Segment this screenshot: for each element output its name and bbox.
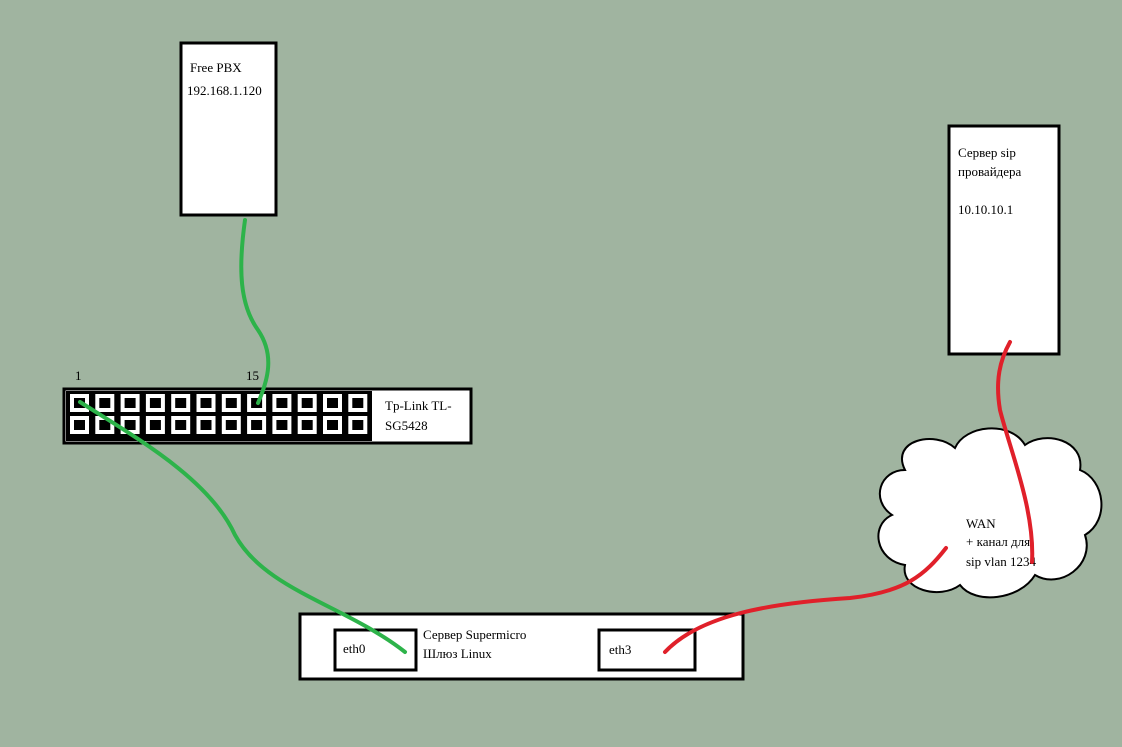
switch-port-label-15: 15 xyxy=(246,368,259,383)
switch-port-socket xyxy=(327,398,338,408)
switch-port-panel xyxy=(66,391,372,441)
switch-port-socket xyxy=(200,398,212,408)
freepbx-name: Free PBX xyxy=(190,60,242,75)
switch-port-socket xyxy=(276,398,288,408)
switch-label-line2: SG5428 xyxy=(385,418,428,433)
switch-port-socket xyxy=(301,420,313,430)
switch-port-label-1: 1 xyxy=(75,368,82,383)
switch-port-socket xyxy=(175,420,187,430)
switch-port-socket xyxy=(352,420,364,430)
switch-port-socket xyxy=(74,420,85,430)
switch-port-socket xyxy=(149,420,161,430)
freepbx-server: Free PBX 192.168.1.120 xyxy=(179,41,278,217)
freepbx-ip: 192.168.1.120 xyxy=(187,83,262,98)
switch-port-socket xyxy=(99,420,111,430)
switch-port-socket xyxy=(251,420,263,430)
wan-cloud-line2: + канал для xyxy=(966,534,1030,549)
cable-switch-port1-to-eth0 xyxy=(78,400,407,654)
switch-port-socket xyxy=(200,420,212,430)
gateway-line2: Шлюз Linux xyxy=(423,646,492,661)
switch-port-socket xyxy=(99,398,111,408)
sip-provider-line2: провайдера xyxy=(958,164,1022,179)
switch-port-socket xyxy=(352,398,364,408)
cable-eth3-to-cloud xyxy=(663,546,948,654)
sip-provider-server: Сервер sip провайдера 10.10.10.1 xyxy=(947,124,1061,356)
wan-cloud-line1: WAN xyxy=(966,516,996,531)
switch-port-socket xyxy=(124,398,136,408)
cable-cloud-to-sip-provider xyxy=(996,340,1035,564)
switch-port-socket xyxy=(124,420,136,430)
wan-cloud: WAN + канал для sip vlan 1234 xyxy=(877,427,1103,599)
sip-provider-ip: 10.10.10.1 xyxy=(958,202,1013,217)
eth0-label: eth0 xyxy=(343,641,365,656)
switch-label-line1: Tp-Link TL- xyxy=(385,398,452,413)
sip-provider-line1: Сервер sip xyxy=(958,145,1016,160)
gateway-server: eth0 eth3 Сервер Supermicro Шлюз Linux xyxy=(298,612,745,681)
sip-provider-box xyxy=(947,124,1061,356)
switch-port-socket xyxy=(225,420,237,430)
cable-pbx-to-switch-port15 xyxy=(239,218,271,405)
wan-cloud-line3: sip vlan 1234 xyxy=(966,554,1037,569)
switch-port-socket xyxy=(327,420,338,430)
switch-port-socket xyxy=(225,398,237,408)
freepbx-server-box xyxy=(179,41,278,217)
switch-port-socket xyxy=(301,398,313,408)
wan-cloud-shape xyxy=(877,427,1103,599)
switch-port-socket xyxy=(175,398,187,408)
switch-port-socket xyxy=(149,398,161,408)
gateway-line1: Сервер Supermicro xyxy=(423,627,526,642)
eth3-label: eth3 xyxy=(609,642,631,657)
eth3-port-box xyxy=(597,628,697,672)
switch-port-socket xyxy=(276,420,288,430)
